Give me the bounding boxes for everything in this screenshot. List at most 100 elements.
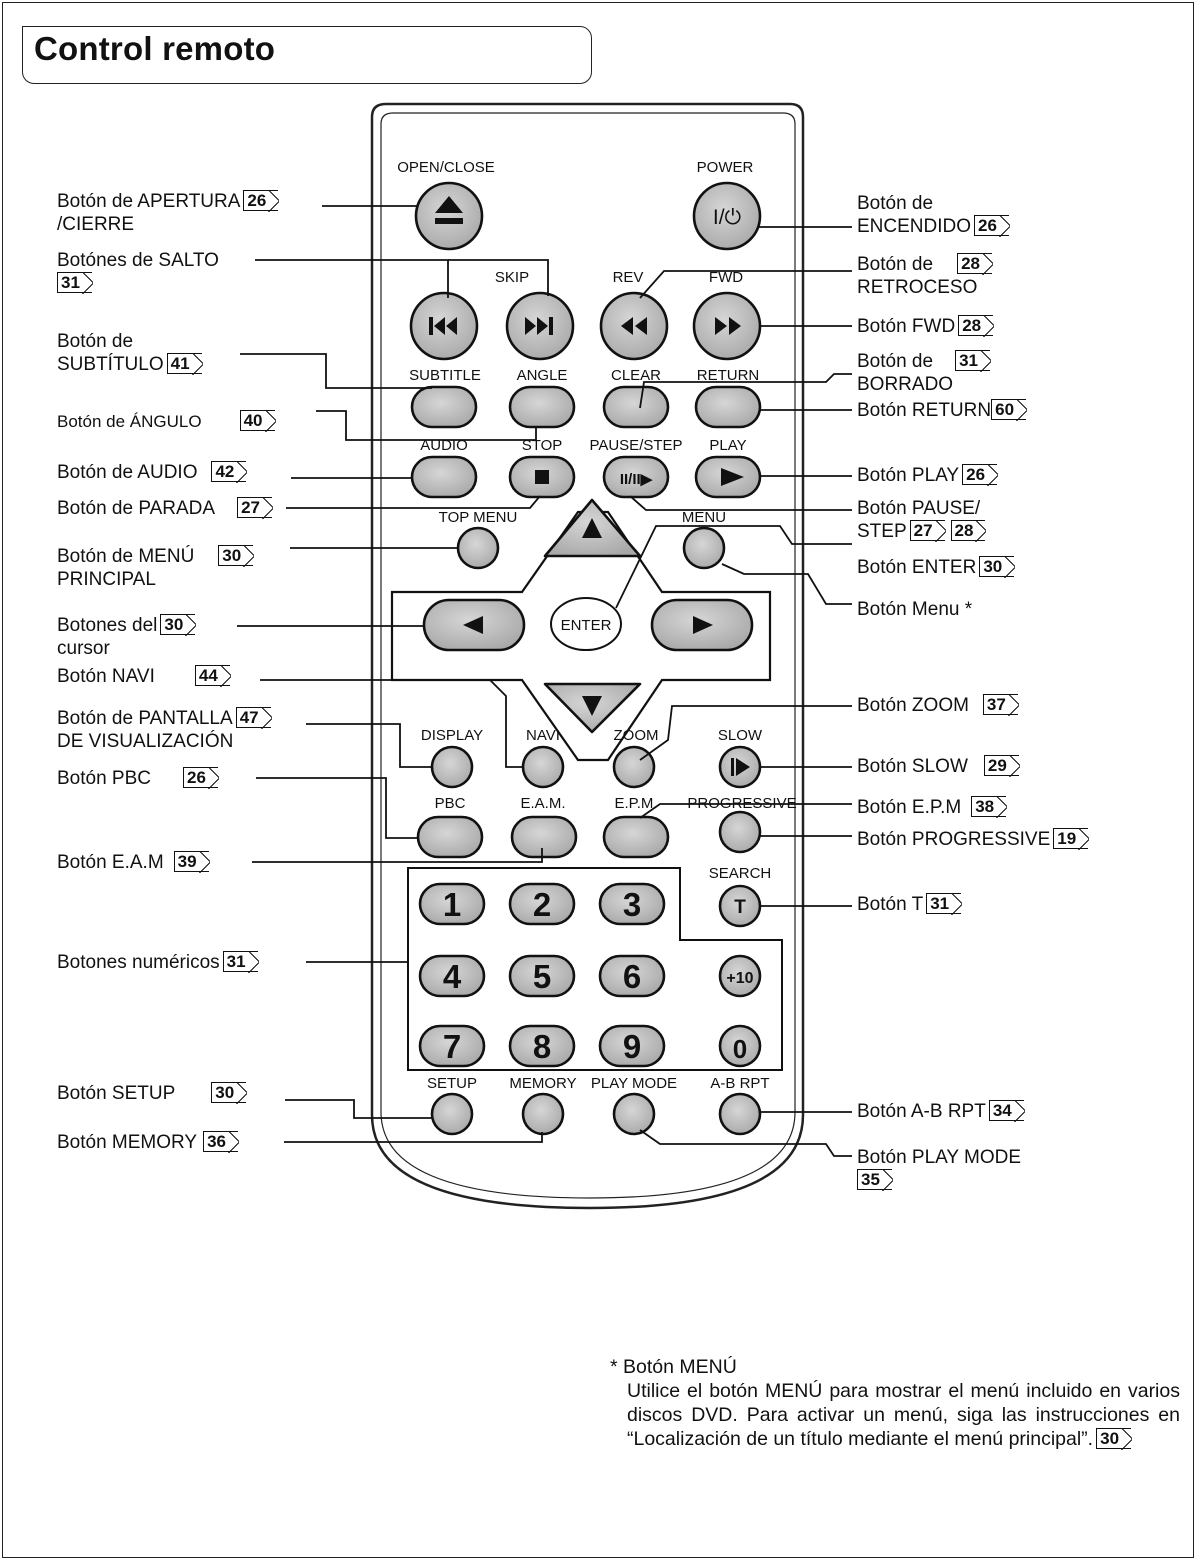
callout-text: RETROCESO [857, 277, 977, 298]
zero-label: 0 [733, 1034, 747, 1064]
slow-label: SLOW [718, 727, 763, 744]
callout-text: Botón de MENÚ [57, 546, 194, 567]
power-symbol: I/⏻ [713, 206, 742, 229]
callout-text: Botón T [857, 894, 923, 915]
page-ref: 29 [984, 755, 1019, 776]
ab-rpt-label: A-B RPT [710, 1075, 769, 1092]
callout-memory: Botón MEMORY 36 [57, 1131, 238, 1154]
number-8-label: 8 [533, 1028, 551, 1065]
open-close-button [416, 183, 482, 249]
callout-text: STEP [857, 521, 907, 542]
pause-step-label: PAUSE/STEP [589, 437, 682, 454]
page-ref: 19 [1053, 828, 1088, 849]
rev-label: REV [613, 269, 644, 286]
callout-text: /CIERRE [57, 214, 134, 235]
callout-text: Botón SETUP [57, 1083, 175, 1104]
page-ref: 41 [167, 353, 202, 374]
callout-text: Botón ENTER [857, 557, 976, 578]
callout-text: BORRADO [857, 374, 953, 395]
callout-text: Botón A-B RPT [857, 1101, 986, 1122]
menu-footnote: * Botón MENÚ Utilice el botón MENÚ para … [610, 1355, 1180, 1451]
page-ref: 30 [160, 614, 195, 635]
epm-button [604, 817, 668, 857]
callout-open-close: Botón de APERTURA26/CIERRE [57, 190, 278, 236]
callout-text: cursor [57, 638, 110, 659]
play-label: PLAY [709, 437, 746, 454]
number-3-label: 3 [623, 886, 641, 923]
memory-label: MEMORY [509, 1075, 576, 1092]
callout-fwd: Botón FWD28 [857, 315, 993, 338]
callout-text: PRINCIPAL [57, 569, 156, 590]
callout-text: Botón RETURN [857, 400, 991, 421]
eam-label: E.A.M. [520, 795, 565, 812]
page-ref: 28 [951, 520, 986, 541]
callout-text: Botón de [57, 331, 133, 352]
enter-label: ENTER [561, 617, 612, 634]
page-ref: 60 [991, 399, 1026, 420]
pbc-button [418, 817, 482, 857]
callout-text: Botón PAUSE/ [857, 498, 980, 519]
number-7-label: 7 [443, 1028, 461, 1065]
search-label: SEARCH [709, 865, 772, 882]
callout-text: Botón de AUDIO [57, 462, 197, 483]
page-ref: 40 [240, 410, 275, 431]
page-ref: 42 [211, 461, 246, 482]
callout-menu: Botón Menu * [857, 598, 972, 621]
callout-text: Botón de APERTURA [57, 191, 240, 212]
page-ref: 37 [983, 694, 1018, 715]
callout-play: Botón PLAY26 [857, 464, 997, 487]
number-5-label: 5 [533, 958, 551, 995]
callout-text: Botón de PARADA [57, 498, 215, 519]
callout-top-menu: Botón de MENÚ30PRINCIPAL [57, 545, 253, 591]
stop-icon [535, 470, 549, 484]
angle-label: ANGLE [517, 367, 568, 384]
rev-button [601, 293, 667, 359]
page-ref: 36 [203, 1131, 238, 1152]
navi-label: NAVI [526, 727, 560, 744]
page-ref: 30 [979, 556, 1014, 577]
callout-text: Botónes de SALTO [57, 250, 219, 271]
subtitle-label: SUBTITLE [409, 367, 481, 384]
callout-text: DE VISUALIZACIÓN [57, 731, 233, 752]
callout-progressive: Botón PROGRESSIVE19 [857, 828, 1088, 851]
skip-label: SKIP [495, 269, 529, 286]
subtitle-button [412, 387, 476, 427]
page-ref: 31 [57, 272, 92, 293]
page-ref: 30 [211, 1082, 246, 1103]
callout-slow: Botón SLOW29 [857, 755, 1019, 778]
callout-text: Botón FWD [857, 316, 955, 337]
callout-text: Botones numéricos [57, 952, 220, 973]
callout-text: Botón de [857, 254, 933, 275]
page-ref: 31 [223, 951, 258, 972]
callout-text: Botón E.A.M [57, 852, 164, 873]
audio-button [412, 457, 476, 497]
page-ref: 38 [971, 796, 1006, 817]
page-ref: 35 [857, 1169, 892, 1190]
callout-text: Botón MEMORY [57, 1132, 197, 1153]
callout-text: Botón PLAY MODE [857, 1147, 1021, 1168]
footnote-heading: * Botón MENÚ [610, 1355, 1180, 1379]
memory-button [523, 1094, 563, 1134]
return-button [696, 387, 760, 427]
angle-button [510, 387, 574, 427]
power-label: POWER [697, 159, 754, 176]
page-ref: 27 [910, 520, 945, 541]
pause-step-symbol: II/II▶ [620, 471, 654, 488]
callout-pbc: Botón PBC26 [57, 767, 218, 790]
callout-audio: Botón de AUDIO 42 [57, 461, 246, 484]
callout-cursor: Botones del30cursor [57, 614, 195, 660]
callout-text: Botón de PANTALLA [57, 708, 233, 729]
navi-button [523, 747, 563, 787]
page-ref: 26 [243, 190, 278, 211]
callout-text: Botón ZOOM [857, 695, 969, 716]
setup-label: SETUP [427, 1075, 477, 1092]
pbc-label: PBC [435, 795, 466, 812]
